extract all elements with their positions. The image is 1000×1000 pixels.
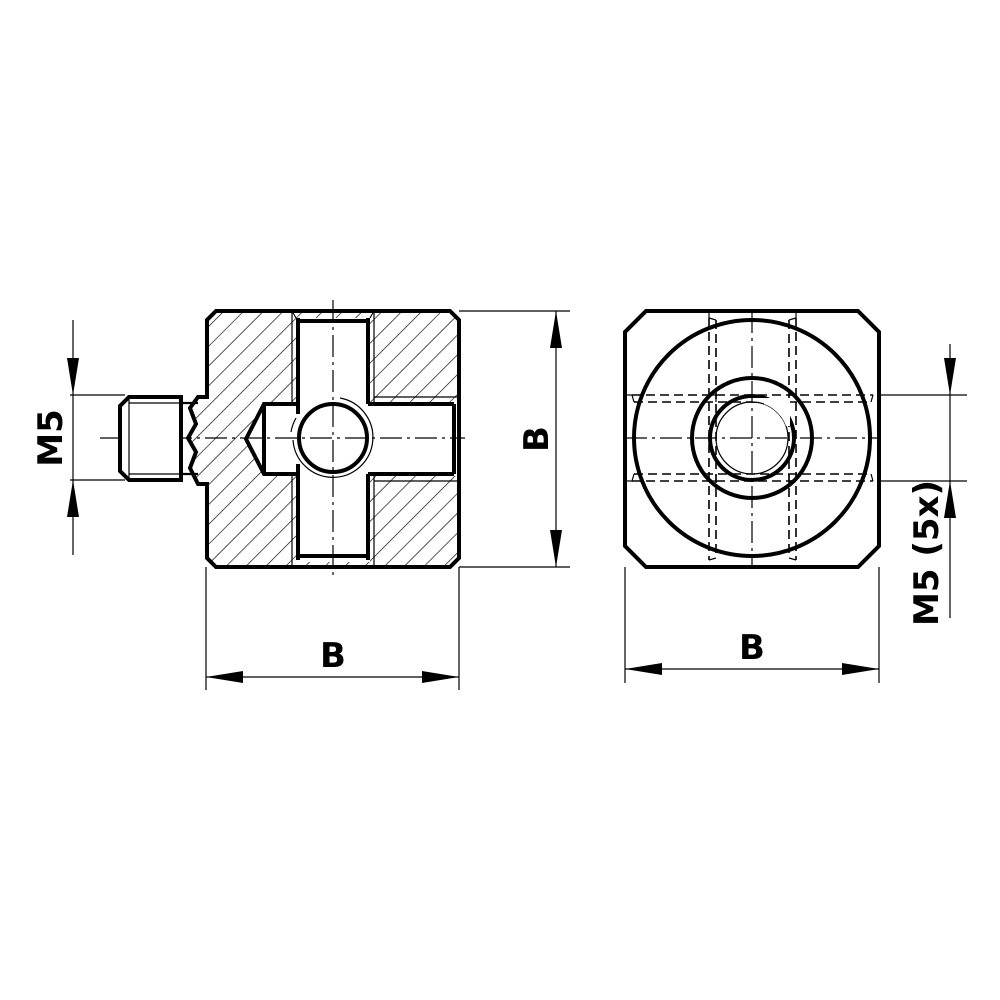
dimension-thread-end: M5 (5x) xyxy=(879,344,967,626)
dimension-thread-left: M5 xyxy=(31,320,125,555)
dim-label-b-horizontal: B xyxy=(320,636,346,676)
dimension-height-section: B xyxy=(459,310,570,568)
dim-label-b-vertical: B xyxy=(517,426,557,452)
set-screw xyxy=(118,395,198,482)
dim-label-m5: M5 xyxy=(31,409,71,467)
dimension-width-section: B xyxy=(205,567,460,690)
dim-label-b-end: B xyxy=(739,628,765,668)
end-view-outline xyxy=(623,309,881,569)
section-outline xyxy=(185,309,461,569)
dimension-width-end: B xyxy=(624,567,880,683)
section-view xyxy=(100,300,465,575)
dim-label-m5-5x: M5 (5x) xyxy=(907,480,947,626)
end-view xyxy=(623,309,881,569)
